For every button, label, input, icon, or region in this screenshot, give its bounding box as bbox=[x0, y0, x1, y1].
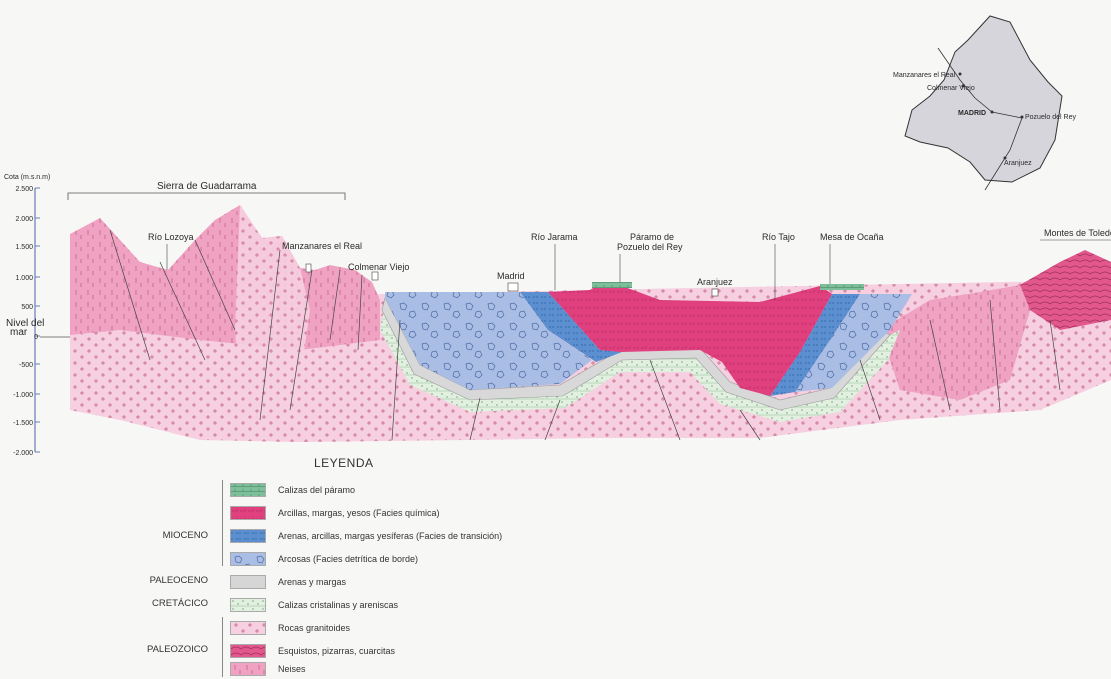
axis-tick: 500 bbox=[21, 304, 33, 311]
legend-item: Calizas del páramo bbox=[230, 482, 355, 498]
legend-item: Neises bbox=[230, 661, 306, 677]
legend-label: Arenas, arcillas, margas yesíferas (Faci… bbox=[278, 531, 503, 541]
guadarrama-neises bbox=[70, 205, 380, 350]
axis-tick: -2.000 bbox=[13, 450, 33, 457]
legend-item: Esquistos, pizarras, cuarcitas bbox=[230, 643, 395, 659]
axis-tick: 1.500 bbox=[15, 244, 33, 251]
sierra-label: Sierra de Guadarrama bbox=[157, 181, 257, 192]
quimica-layer bbox=[548, 286, 832, 396]
legend-item: Arcillas, margas, yesos (Facies química) bbox=[230, 505, 440, 521]
paramo-cap bbox=[820, 284, 864, 290]
sierra-bracket bbox=[67, 192, 346, 200]
map-place: Colmenar Viejo bbox=[927, 85, 975, 92]
legend-label: Rocas granitoides bbox=[278, 623, 351, 633]
sea-level-label: Nivel del bbox=[6, 318, 44, 329]
axis-tick: 1.000 bbox=[15, 275, 33, 282]
legend-item: Calizas cristalinas y areniscas bbox=[230, 597, 398, 613]
label-leaders bbox=[166, 239, 1111, 300]
map-place: Pozuelo del Rey bbox=[1025, 114, 1076, 121]
legend-item: Arcosas (Facies detrítica de borde) bbox=[230, 551, 418, 567]
paramo-label: Páramo de bbox=[630, 232, 674, 242]
colmenar-label: Colmenar Viejo bbox=[348, 262, 409, 272]
legend-label: Arenas y margas bbox=[278, 577, 347, 587]
era-paleozoico: PALEOZOICO bbox=[146, 644, 208, 655]
era-cretacico: CRETÁCICO bbox=[152, 598, 208, 609]
era-mioceno: MIOCENO bbox=[162, 530, 208, 541]
legend-swatch bbox=[230, 621, 266, 635]
ocana-label: Mesa de Ocaña bbox=[820, 232, 884, 242]
legend-title: LEYENDA bbox=[314, 456, 374, 470]
transicion-layer bbox=[520, 292, 622, 362]
legend-swatch bbox=[230, 483, 266, 497]
lozoya-label: Río Lozoya bbox=[148, 232, 194, 242]
map-place: MADRID bbox=[958, 110, 986, 117]
legend-swatch bbox=[230, 552, 266, 566]
legend-swatch bbox=[230, 598, 266, 612]
era-bracket bbox=[222, 617, 223, 677]
axis-tick: -1.000 bbox=[13, 392, 33, 399]
toledo-label: Montes de Toledo bbox=[1044, 228, 1111, 238]
jarama-label: Río Jarama bbox=[531, 232, 578, 242]
axis-title: Cota (m.s.n.m) bbox=[4, 174, 50, 181]
paramo-label: Pozuelo del Rey bbox=[617, 242, 683, 252]
arcosas-layer-east bbox=[795, 294, 912, 392]
legend-label: Esquistos, pizarras, cuarcitas bbox=[278, 646, 396, 656]
cretaceous-layer bbox=[380, 305, 900, 422]
toledo-schists bbox=[1020, 250, 1111, 330]
axis-tick: -500 bbox=[19, 362, 33, 369]
paramo-cap bbox=[592, 282, 632, 288]
legend-item: Arenas, arcillas, margas yesíferas (Faci… bbox=[230, 528, 502, 544]
legend-swatch bbox=[230, 575, 266, 589]
axis-tick: -1.500 bbox=[13, 420, 33, 427]
sea-level-label: mar bbox=[10, 327, 28, 338]
axis-tick: 2.000 bbox=[15, 216, 33, 223]
legend-swatch bbox=[230, 644, 266, 658]
legend-swatch bbox=[230, 506, 266, 520]
legend-label: Arcillas, margas, yesos (Facies química) bbox=[278, 508, 440, 518]
manzanares-label: Manzanares el Real bbox=[282, 241, 362, 251]
tajo-label: Río Tajo bbox=[762, 232, 795, 242]
aranjuez-label: Aranjuez bbox=[697, 277, 733, 287]
transicion-layer-east bbox=[770, 294, 860, 396]
axis-tick: 0 bbox=[34, 334, 38, 341]
legend-label: Neises bbox=[278, 664, 306, 674]
legend-label: Arcosas (Facies detrítica de borde) bbox=[278, 554, 419, 564]
toledo-neises bbox=[880, 285, 1030, 400]
elevation-axis: Cota (m.s.n.m) 2.500 2.000 1.500 1.000 5… bbox=[4, 174, 70, 457]
legend-swatch bbox=[230, 662, 266, 676]
map-place: Aranjuez bbox=[1004, 160, 1032, 167]
map-place: Manzanares el Real bbox=[893, 72, 956, 79]
arcosas-layer bbox=[385, 292, 592, 390]
era-paleoceno: PALEOCENO bbox=[149, 575, 208, 586]
legend-label: Calizas cristalinas y areniscas bbox=[278, 600, 399, 610]
legend-swatch bbox=[230, 529, 266, 543]
legend-label: Calizas del páramo bbox=[278, 485, 356, 495]
fault-lines bbox=[109, 229, 1061, 441]
legend-item: Arenas y margas bbox=[230, 574, 346, 590]
inset-map: Manzanares el Real Colmenar Viejo MADRID… bbox=[893, 15, 1076, 191]
era-bracket bbox=[222, 480, 223, 566]
legend-item: Rocas granitoides bbox=[230, 620, 350, 636]
madrid-label: Madrid bbox=[497, 271, 525, 281]
axis-tick: 2.500 bbox=[15, 186, 33, 193]
paleocene-layer bbox=[381, 297, 891, 411]
town-icons bbox=[305, 263, 719, 297]
